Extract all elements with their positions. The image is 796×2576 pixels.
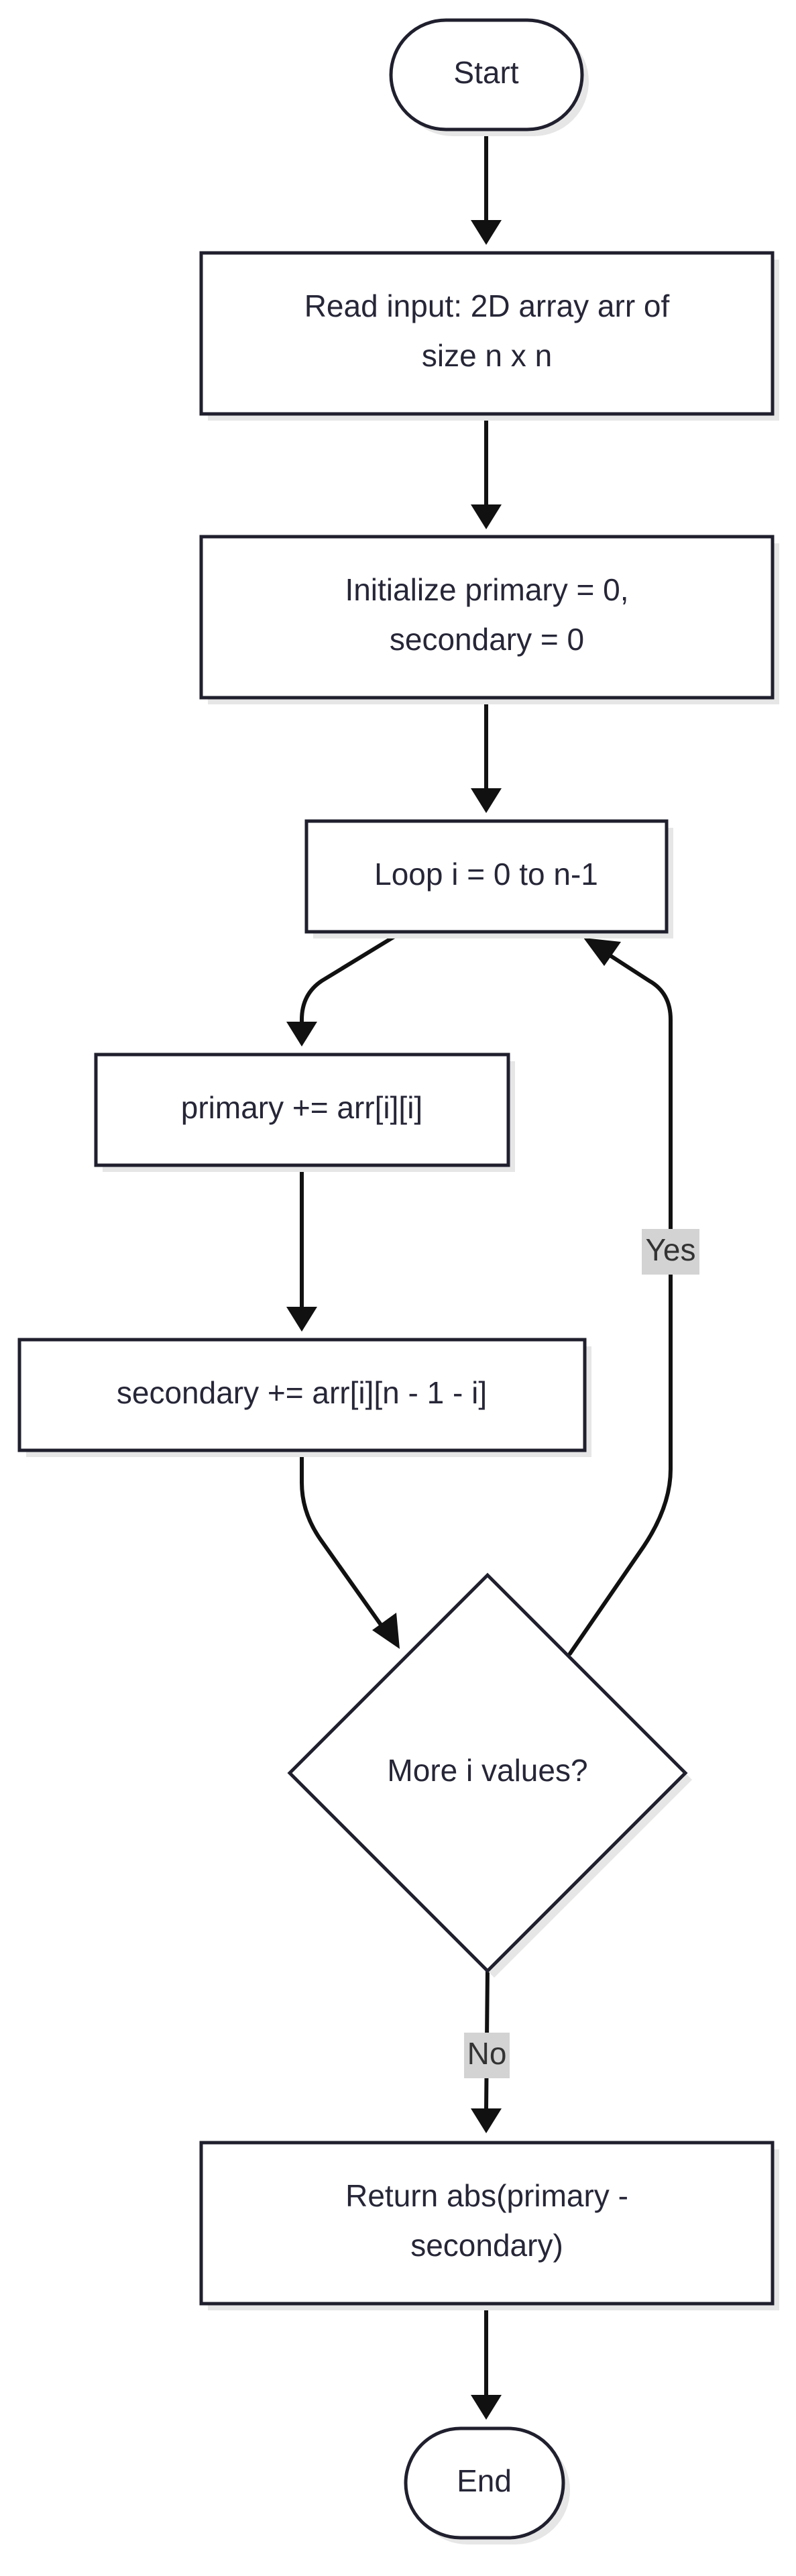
edge-return-to-end-arrowhead <box>471 2395 502 2420</box>
loop-node: Loop i = 0 to n-1 <box>304 819 673 938</box>
edge-start-to-read-arrowhead <box>471 220 502 245</box>
read-input-label-line2: size n x n <box>422 338 552 373</box>
start-node: Start <box>389 18 589 136</box>
start-node-label: Start <box>453 55 518 90</box>
decision-node: More i values? <box>287 1572 692 1978</box>
secondary-add-node: secondary += arr[i][n - 1 - i] <box>17 1338 591 1457</box>
edge-label-yes: Yes <box>642 1229 699 1275</box>
return-label-line2: secondary) <box>410 2228 563 2263</box>
edge-decision-to-return-no-arrowhead <box>471 2108 502 2133</box>
return-node: Return abs(primary - secondary) <box>199 2141 779 2310</box>
read-input-node: Read input: 2D array arr of size n x n <box>199 251 779 421</box>
end-node-label: End <box>457 2463 512 2498</box>
edge-loop-to-primary <box>300 934 398 1027</box>
edge-secondary-to-decision-arrowhead <box>372 1613 400 1649</box>
initialize-label-line1: Initialize primary = 0, <box>345 572 628 607</box>
edge-secondary-to-decision <box>300 1450 388 1633</box>
edge-primary-to-secondary-arrowhead <box>286 1307 317 1332</box>
edge-read-to-init-arrowhead <box>471 504 502 529</box>
loop-label: Loop i = 0 to n-1 <box>374 857 598 892</box>
edge-decision-to-loop-yes <box>568 949 673 1656</box>
edges <box>286 129 673 2420</box>
edge-init-to-loop-arrowhead <box>471 788 502 813</box>
initialize-label-line2: secondary = 0 <box>390 622 584 657</box>
edge-loop-to-primary-arrowhead <box>286 1022 317 1046</box>
end-node: End <box>404 2426 570 2544</box>
secondary-add-label: secondary += arr[i][n - 1 - i] <box>117 1375 487 1410</box>
read-input-label-line1: Read input: 2D array arr of <box>304 288 670 323</box>
primary-add-label: primary += arr[i][i] <box>181 1090 422 1125</box>
primary-add-node: primary += arr[i][i] <box>94 1053 515 1172</box>
edge-decision-to-loop-yes-arrowhead <box>583 938 621 966</box>
edge-label-yes-text: Yes <box>645 1232 695 1267</box>
edge-label-no: No <box>464 2033 510 2078</box>
return-label-line1: Return abs(primary - <box>345 2178 628 2213</box>
edge-label-no-text: No <box>467 2036 507 2071</box>
decision-label: More i values? <box>387 1753 587 1788</box>
initialize-node: Initialize primary = 0, secondary = 0 <box>199 535 779 704</box>
